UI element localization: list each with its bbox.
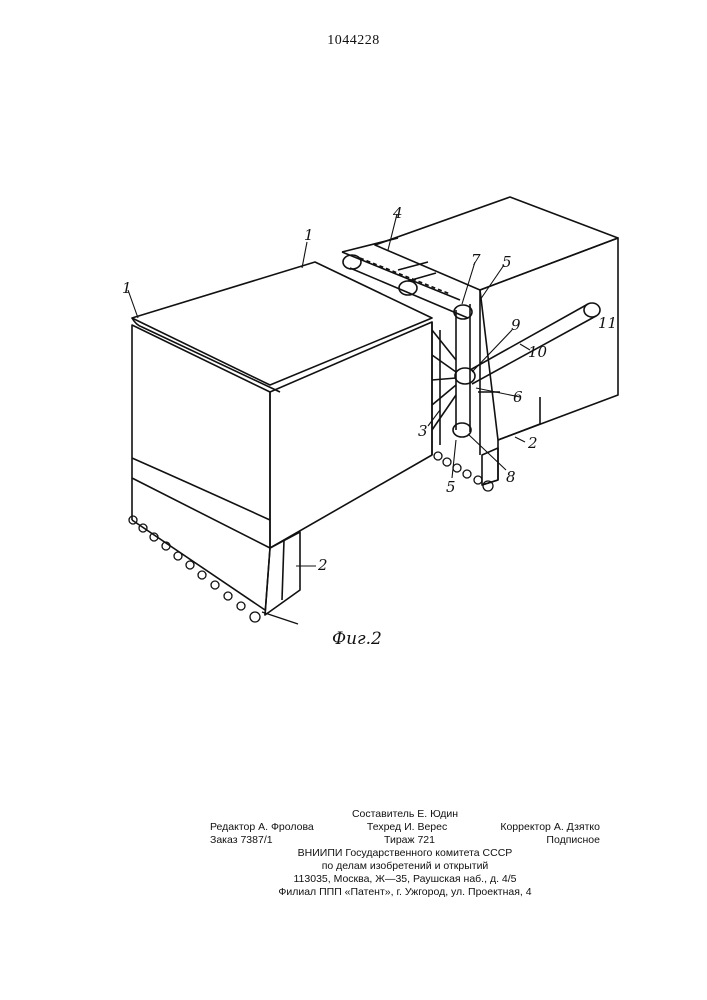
- imprint-subscription: Подписное: [546, 834, 600, 847]
- front-wheels: [129, 516, 298, 624]
- imprint-order: Заказ 7387/1: [210, 834, 273, 847]
- imprint-block: Составитель Е. Юдин Редактор А. Фролова …: [210, 808, 600, 899]
- label-11: 11: [598, 314, 617, 332]
- mast: [432, 304, 475, 455]
- imprint-branch: Филиал ППП «Патент», г. Ужгород, ул. Про…: [210, 886, 600, 899]
- label-5-top: 5: [502, 253, 512, 271]
- rear-skirt: [482, 448, 498, 485]
- imprint-address: 113035, Москва, Ж—35, Раушская наб., д. …: [210, 873, 600, 886]
- label-10: 10: [528, 343, 548, 361]
- label-6: 6: [513, 388, 523, 406]
- imprint-circulation: Тираж 721: [384, 834, 435, 847]
- label-4: 4: [392, 204, 403, 222]
- imprint-editor: Редактор А. Фролова: [210, 821, 314, 834]
- front-block: [132, 262, 432, 615]
- label-8: 8: [506, 468, 516, 486]
- rear-block: [375, 197, 618, 485]
- imprint-techeditor: Техред И. Верес: [367, 821, 447, 834]
- label-1-corner: 1: [122, 279, 132, 297]
- imprint-org1: ВНИИПИ Государственного комитета СССР: [210, 847, 600, 860]
- label-7: 7: [471, 251, 481, 269]
- imprint-corrector: Корректор А. Дзятко: [500, 821, 600, 834]
- label-1-front: 1: [304, 226, 314, 244]
- label-9: 9: [511, 316, 521, 334]
- figure-caption: Фиг.2: [332, 629, 382, 649]
- label-2-rear: 2: [527, 434, 538, 452]
- label-3: 3: [418, 422, 428, 440]
- imprint-org2: по делам изобретений и открытий: [210, 860, 600, 873]
- label-5-bottom: 5: [446, 478, 456, 496]
- label-2-front: 2: [317, 556, 328, 574]
- imprint-row-staff: Редактор А. Фролова Техред И. Верес Корр…: [210, 821, 600, 834]
- imprint-composer: Составитель Е. Юдин: [210, 808, 600, 821]
- imprint-row-order: Заказ 7387/1 Тираж 721 Подписное: [210, 834, 600, 847]
- top-rail: [342, 238, 468, 318]
